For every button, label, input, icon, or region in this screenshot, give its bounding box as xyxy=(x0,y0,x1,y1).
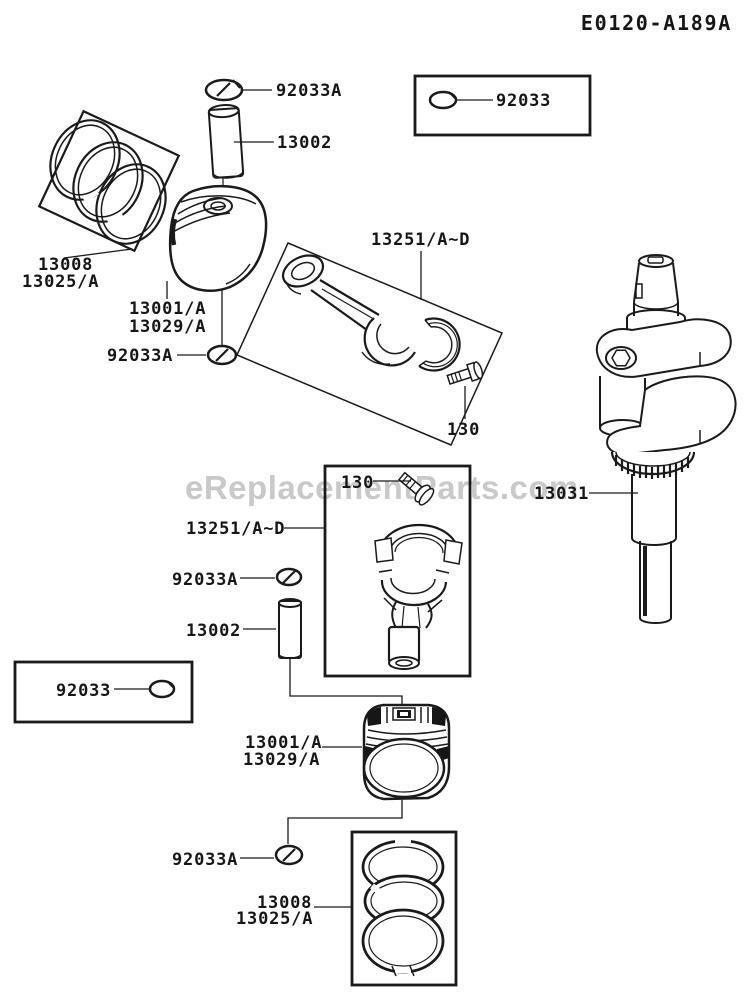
wrist-pin-mid-drawing xyxy=(278,598,302,659)
label-clip-top: 92033A xyxy=(276,81,342,101)
watermark-text: eReplacementParts.com xyxy=(185,469,579,506)
label-rings-bottom-2: 13025/A xyxy=(236,909,313,929)
piston-top-drawing xyxy=(168,184,268,292)
piston-to-clip-elbow xyxy=(287,800,403,844)
label-clip-bottom: 92033A xyxy=(172,850,238,870)
label-piston-bottom-2: 13029/A xyxy=(243,750,320,770)
label-rings-top-1: 13008 xyxy=(38,255,93,275)
label-piston-top-1: 13001/A xyxy=(129,299,206,319)
label-rod-box1: 13251/A~D xyxy=(371,230,470,250)
rod-bolt1-drawing xyxy=(446,361,484,386)
label-rod-box2: 13251/A~D xyxy=(186,519,285,539)
rod-bolt2-drawing xyxy=(397,471,435,506)
label-rings-bottom-1: 13008 xyxy=(257,893,312,913)
label-rod-bolt2: 130 xyxy=(341,473,374,493)
label-piston-bottom-1: 13001/A xyxy=(245,733,322,753)
boxed-clip-bottom xyxy=(13,660,194,724)
connecting-rod-box1 xyxy=(235,242,504,446)
label-boxed-clip-top: 92033 xyxy=(496,91,551,111)
piston-bottom-drawing xyxy=(362,703,451,801)
label-boxed-clip-bottom: 92033 xyxy=(56,681,111,701)
retaining-clip-mid1-drawing xyxy=(206,344,238,366)
piston-rings-top-drawing xyxy=(37,109,181,253)
pin-to-piston-elbow xyxy=(289,659,403,706)
connecting-rod-box2 xyxy=(323,464,472,678)
label-clip-mid2: 92033A xyxy=(172,570,238,590)
boxed-clip-top xyxy=(413,74,592,137)
label-rod-bolt1: 130 xyxy=(447,420,480,440)
label-piston-top-2: 13029/A xyxy=(129,317,206,337)
retaining-clip-bottom-drawing xyxy=(274,844,304,866)
retaining-clip-top-drawing xyxy=(204,78,244,102)
leader-rings-top xyxy=(63,248,133,259)
gear-teeth xyxy=(614,455,690,479)
retaining-clip-mid2-drawing xyxy=(275,567,303,587)
label-pin-top: 13002 xyxy=(277,133,332,153)
label-pin-mid: 13002 xyxy=(186,621,241,641)
label-rings-top-2: 13025/A xyxy=(22,272,99,292)
diagram-title: E0120-A189A xyxy=(581,11,732,35)
label-clip-mid1: 92033A xyxy=(107,346,173,366)
label-crankshaft: 13031 xyxy=(534,484,589,504)
piston-rings-bottom-drawing xyxy=(350,830,458,987)
crankshaft-drawing xyxy=(595,254,737,624)
